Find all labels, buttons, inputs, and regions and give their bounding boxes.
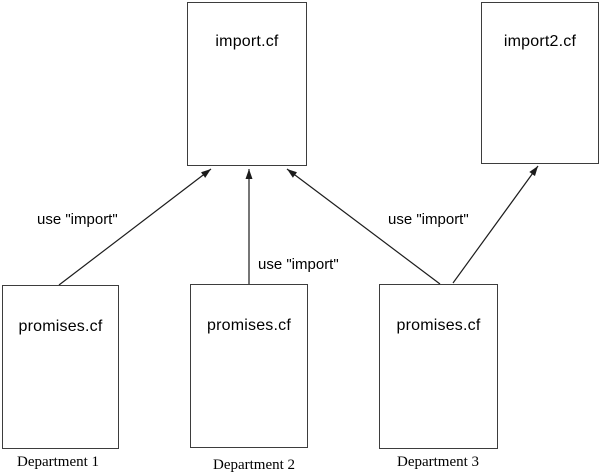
caption-department-3: Department 3 [397,454,480,470]
file-box-promises-dept1: promises.cf [2,285,119,449]
file-box-promises-dept3: promises.cf [379,284,498,449]
edge-label-use-import-dept3: use "import" [388,211,469,228]
file-box-label: promises.cf [18,318,103,335]
file-box-import2-cf: import2.cf [481,2,599,164]
file-box-import-cf: import.cf [187,2,307,166]
file-box-label: import.cf [215,33,279,50]
file-box-label: promises.cf [207,317,291,334]
file-box-label: import2.cf [503,33,577,50]
caption-department-1: Department 1 [17,454,100,470]
edge-label-use-import-dept2: use "import" [258,256,339,273]
edge-label-use-import-dept1: use "import" [37,211,118,228]
caption-department-2: Department 2 [213,457,296,473]
file-box-label: promises.cf [396,317,481,334]
file-box-promises-dept2: promises.cf [190,284,308,448]
